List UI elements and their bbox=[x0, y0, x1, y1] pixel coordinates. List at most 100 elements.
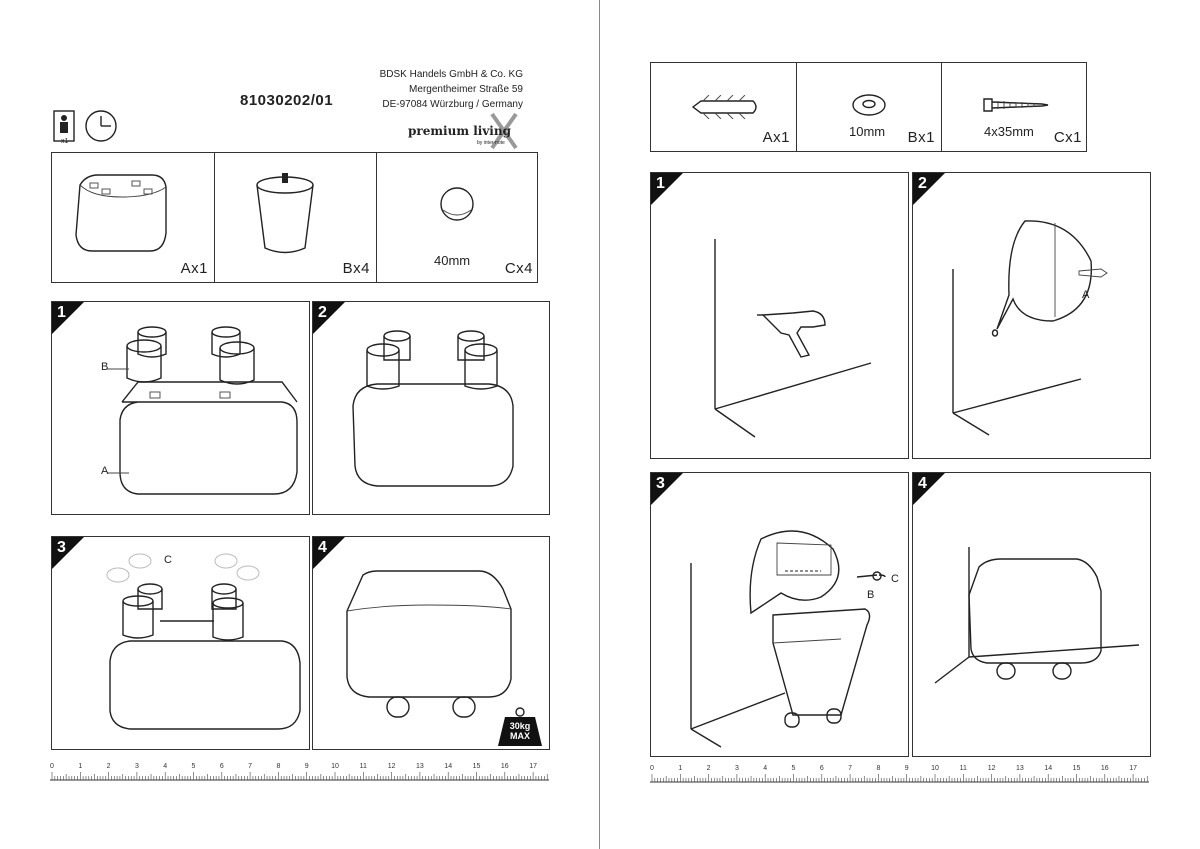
step-badge: 3 bbox=[651, 473, 683, 505]
weight-icon bbox=[498, 707, 542, 746]
part-cell-b: Bx4 bbox=[215, 153, 377, 282]
ruler-label: 17 bbox=[529, 763, 537, 770]
part-cell-anchor: Ax1 bbox=[651, 63, 797, 151]
clock-icon bbox=[85, 110, 117, 142]
company-address: BDSK Handels GmbH & Co. KG Mergentheimer… bbox=[380, 67, 523, 112]
ruler-label: 16 bbox=[1101, 765, 1109, 772]
ruler-label: 4 bbox=[763, 765, 767, 772]
step-2-illustration bbox=[352, 330, 514, 487]
part-size-c: 40mm bbox=[434, 253, 471, 268]
ruler-label: 1 bbox=[678, 765, 682, 772]
step-badge: 3 bbox=[52, 537, 84, 569]
glide-illustration bbox=[440, 187, 474, 221]
washer-icon bbox=[852, 94, 886, 116]
wall-drill-illustration bbox=[714, 239, 872, 438]
company-city: DE-97084 Würzburg / Germany bbox=[382, 99, 523, 110]
ruler-label: 15 bbox=[1073, 765, 1081, 772]
ruler-label: 12 bbox=[988, 765, 996, 772]
brand-name: premium living bbox=[408, 124, 511, 138]
weight-label: 30kg MAX bbox=[509, 721, 531, 741]
part-cell-c: 40mm Cx4 bbox=[377, 153, 539, 282]
ruler-label: 11 bbox=[960, 765, 967, 772]
wall-anchor-illustration bbox=[952, 220, 1108, 436]
parts-box-left: Ax1 Bx4 40mm Cx4 bbox=[51, 152, 538, 283]
ottoman-top-illustration bbox=[75, 174, 167, 252]
callout-c: C bbox=[164, 554, 172, 566]
part-size-washer: 10mm bbox=[849, 124, 886, 139]
ruler-label: 14 bbox=[1044, 765, 1052, 772]
wall-anchor-icon bbox=[691, 95, 757, 119]
ruler-label: 9 bbox=[305, 763, 309, 770]
step-1-illustration bbox=[119, 326, 298, 495]
ruler-label: 11 bbox=[360, 763, 367, 770]
callout-a: A bbox=[101, 465, 109, 477]
ruler-label: 10 bbox=[931, 765, 939, 772]
step-badge: 2 bbox=[313, 302, 345, 334]
ruler-label: 0 bbox=[50, 763, 54, 770]
leg-illustration bbox=[256, 173, 314, 254]
callout-b: B bbox=[101, 361, 109, 373]
callout-washer-b: B bbox=[867, 589, 875, 601]
ruler-label: 8 bbox=[276, 763, 280, 770]
ruler-label: 12 bbox=[388, 763, 396, 770]
ruler-label: 10 bbox=[331, 763, 339, 770]
step-badge: 2 bbox=[913, 173, 945, 205]
drill-icon bbox=[757, 310, 826, 358]
ruler-label: 14 bbox=[444, 763, 452, 770]
brand-logo-x bbox=[490, 112, 518, 150]
right-step-3: 3 C B bbox=[650, 472, 909, 757]
ruler-label: 9 bbox=[905, 765, 909, 772]
ruler-label: 3 bbox=[135, 763, 139, 770]
ruler-label: 7 bbox=[248, 763, 252, 770]
ruler-label: 5 bbox=[192, 763, 196, 770]
step-badge: 1 bbox=[52, 302, 84, 334]
brand-sub: by inter-note bbox=[477, 140, 505, 146]
ruler-label: 4 bbox=[163, 763, 167, 770]
ruler-label: 2 bbox=[107, 763, 111, 770]
ruler-label: 2 bbox=[707, 765, 711, 772]
product-code: 81030202/01 bbox=[240, 92, 334, 109]
ruler-label: 3 bbox=[735, 765, 739, 772]
callout-anchor-a: A bbox=[1082, 289, 1090, 301]
screw-icon bbox=[983, 98, 1049, 112]
ruler-label: 13 bbox=[416, 763, 424, 770]
company-street: Mergentheimer Straße 59 bbox=[409, 84, 523, 95]
left-step-2: 2 bbox=[312, 301, 550, 515]
ruler-label: 6 bbox=[820, 765, 824, 772]
right-step-4: 4 bbox=[912, 472, 1151, 757]
ruler-label: 8 bbox=[876, 765, 880, 772]
right-step-1: 1 bbox=[650, 172, 909, 459]
part-label-b: Bx4 bbox=[342, 260, 370, 277]
ruler-label: 15 bbox=[473, 763, 481, 770]
mounted-ottoman-illustration bbox=[934, 547, 1140, 684]
part-label-washer: Bx1 bbox=[907, 129, 935, 146]
part-cell-a: Ax1 bbox=[52, 153, 215, 282]
left-step-3: 3 C bbox=[51, 536, 310, 750]
ruler-label: 0 bbox=[650, 765, 654, 772]
part-label-screw: Cx1 bbox=[1053, 129, 1082, 146]
ruler-label: 7 bbox=[848, 765, 852, 772]
person-icon bbox=[53, 110, 75, 142]
ruler-label: 6 bbox=[220, 763, 224, 770]
part-label-anchor: Ax1 bbox=[762, 129, 790, 146]
header-icons bbox=[53, 110, 117, 142]
part-label-c: Cx4 bbox=[504, 260, 533, 277]
ruler-label: 1 bbox=[78, 763, 82, 770]
callout-screw-c: C bbox=[891, 573, 899, 585]
left-step-1: 1 B A bbox=[51, 301, 310, 515]
part-cell-washer: 10mm Bx1 bbox=[797, 63, 942, 151]
step-badge: 4 bbox=[313, 537, 345, 569]
left-step-4: 4 30kg MAX bbox=[312, 536, 550, 750]
company-name: BDSK Handels GmbH & Co. KG bbox=[379, 69, 523, 80]
right-step-2: 2 A bbox=[912, 172, 1151, 459]
step-4-illustration bbox=[346, 570, 512, 718]
ruler-label: 16 bbox=[501, 763, 509, 770]
part-cell-screw: 4x35mm Cx1 bbox=[942, 63, 1088, 151]
step-3-illustration bbox=[106, 553, 301, 730]
parts-box-right: Ax1 10mm Bx1 4x35mm Cx1 bbox=[650, 62, 1087, 152]
page-divider bbox=[599, 0, 600, 849]
ruler-label: 17 bbox=[1129, 765, 1137, 772]
